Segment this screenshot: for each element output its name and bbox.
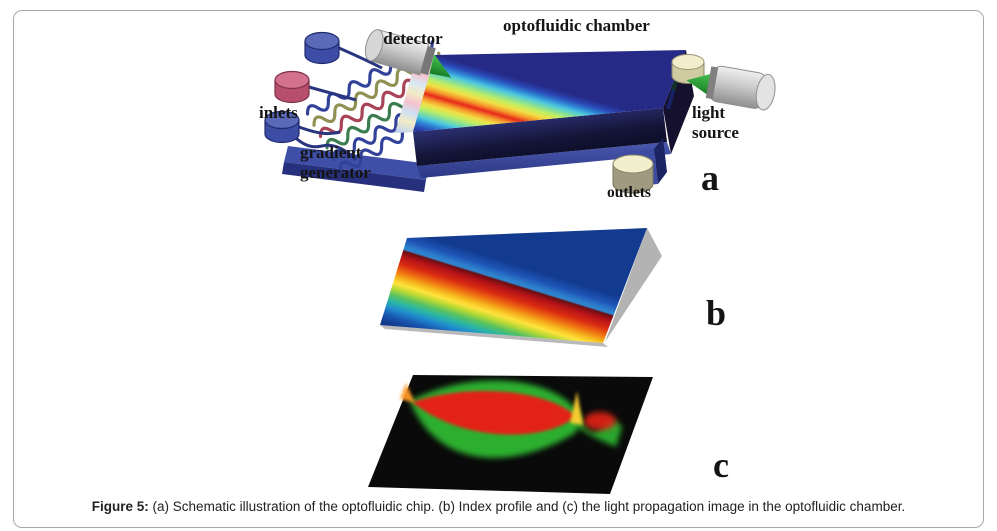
profile-color-surface <box>380 228 647 343</box>
optofluidic-chamber-slab <box>413 50 694 178</box>
propagation-beam-pattern <box>400 380 622 458</box>
label-outlets: outlets <box>607 184 651 201</box>
label-gradient-generator: gradient generator <box>300 143 371 183</box>
chamber-rainbow-top <box>413 50 686 132</box>
inlet-channels <box>290 46 383 162</box>
panel-b-illustration <box>380 228 662 347</box>
panel-c-illustration <box>368 375 653 494</box>
panel-a-illustration <box>264 29 776 194</box>
chamber-base-strip <box>417 142 671 178</box>
light-source-cylinder <box>686 65 776 111</box>
detector-cylinder <box>364 29 452 78</box>
outlet-bottom-cylinder <box>612 154 654 194</box>
panel-letter-c: c <box>713 445 729 485</box>
profile-bottom-edge <box>380 325 608 347</box>
label-light-source: light source <box>692 103 739 143</box>
figure-caption-prefix: Figure 5: <box>91 499 149 514</box>
panel-letter-b: b <box>706 293 727 333</box>
index-profile-surface <box>380 228 662 347</box>
figure-caption: Figure 5: (a) Schematic illustration of … <box>0 499 997 514</box>
inlet-pink <box>274 70 310 104</box>
chip-base-platform <box>282 146 430 192</box>
profile-side-wedge <box>605 228 662 342</box>
panel-letter-a: a <box>701 158 719 198</box>
label-detector: detector <box>383 29 443 48</box>
entrance-stripes <box>395 55 435 133</box>
label-inlets: inlets <box>259 103 298 122</box>
inlet-blue-top <box>304 31 340 65</box>
detector-beam-cone <box>429 54 452 78</box>
inlet-blue-bottom <box>264 110 300 144</box>
light-propagation-plane <box>368 375 653 494</box>
chamber-front-face <box>413 108 667 166</box>
label-optofluidic-chamber: optofluidic chamber <box>503 16 650 35</box>
figure-caption-text: (a) Schematic illustration of the optofl… <box>148 499 906 514</box>
